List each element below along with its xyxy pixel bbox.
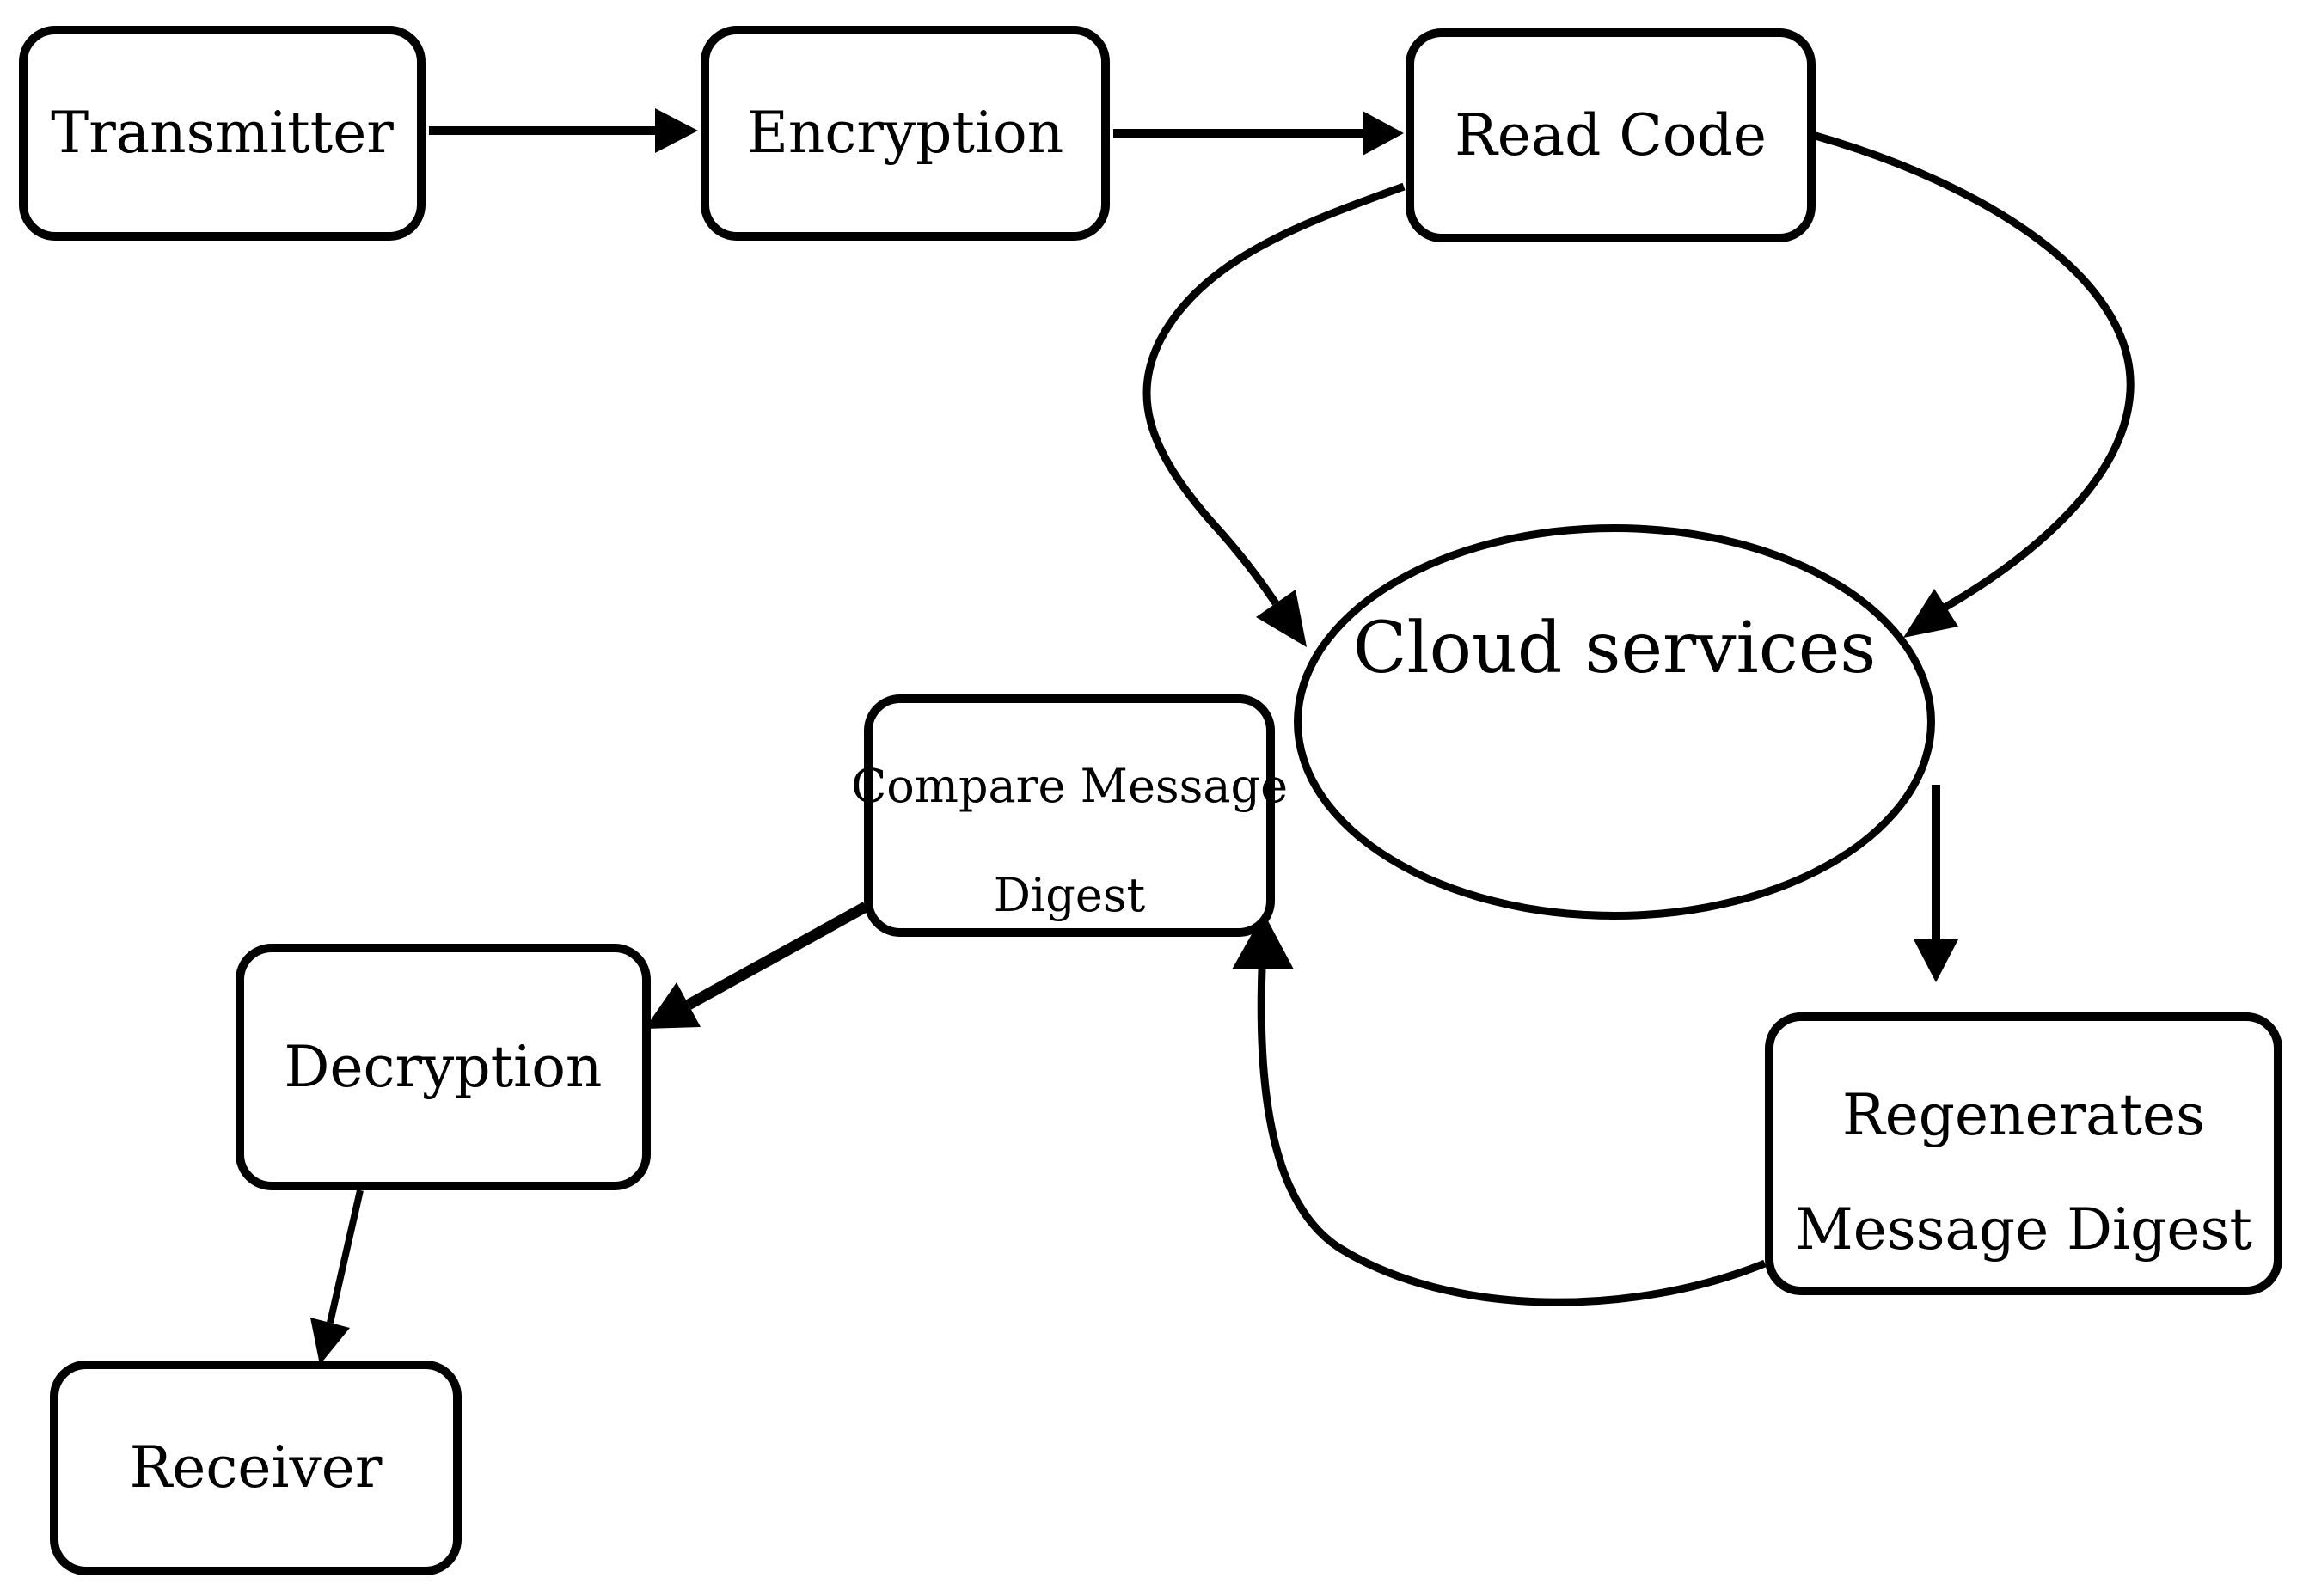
node-receiver: Receiver <box>50 1361 462 1575</box>
node-compare-message-digest-line1: Compare Message <box>850 759 1289 813</box>
edge-decryption-receiver-arrowhead-icon <box>310 1318 350 1365</box>
node-transmitter: Transmitter <box>19 26 426 241</box>
node-regenerates-message-digest: Regenerates Message Digest <box>1765 1012 2282 1295</box>
node-read-code-label: Read Code <box>1455 101 1767 168</box>
edge-compare-decryption-line <box>685 902 869 1010</box>
node-regenerates-message-digest-line2: Message Digest <box>1795 1196 2252 1263</box>
edge-compare-decryption-arrowhead-icon <box>645 982 701 1029</box>
node-encryption-label: Encryption <box>746 100 1064 166</box>
edge-transmitter-encryption-arrowhead-icon <box>655 108 698 153</box>
edge-cloud-regenerates-arrowhead-icon <box>1914 939 1958 982</box>
node-cloud-services-label: Cloud services <box>1352 608 1877 689</box>
node-compare-message-digest: Compare Message Digest <box>851 694 1288 937</box>
edge-regenerates-compare-curve <box>1257 969 1767 1306</box>
node-receiver-label: Receiver <box>129 1434 383 1501</box>
node-encryption: Encryption <box>701 26 1110 241</box>
node-regenerates-message-digest-line1: Regenerates <box>1842 1082 2205 1148</box>
node-read-code: Read Code <box>1406 28 1816 242</box>
edge-decryption-receiver-line <box>327 1189 364 1324</box>
edge-encryption-read-code-arrowhead-icon <box>1363 111 1404 156</box>
edge-read-code-cloud-left-curve <box>1142 182 1406 606</box>
node-decryption-label: Decryption <box>284 1033 603 1100</box>
edge-read-code-cloud-right-arrowhead-icon <box>1903 589 1958 638</box>
node-compare-message-digest-line2: Digest <box>993 868 1146 922</box>
edge-read-code-cloud-right-curve <box>1814 131 2135 611</box>
edge-read-code-cloud-left-arrowhead-icon <box>1256 590 1307 647</box>
node-transmitter-label: Transmitter <box>51 100 394 166</box>
node-decryption: Decryption <box>236 944 651 1190</box>
node-cloud-services: Cloud services <box>1294 524 1935 920</box>
